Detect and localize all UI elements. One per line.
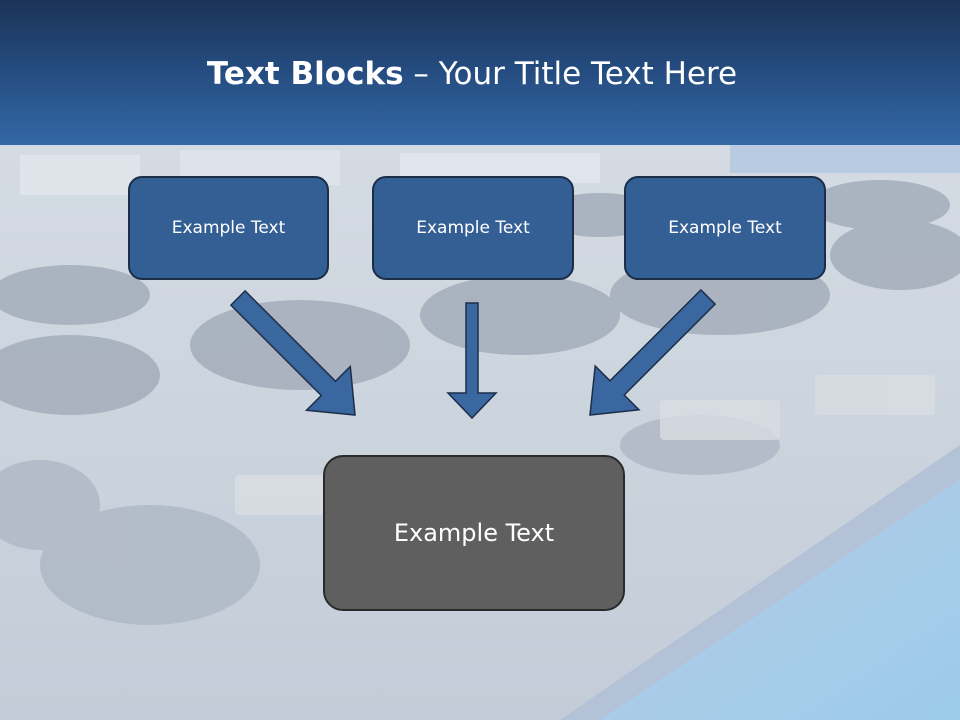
- title-bar: Text Blocks – Your Title Text Here: [0, 0, 960, 145]
- text-block-2-label: Example Text: [416, 218, 530, 238]
- slide-title: Text Blocks – Your Title Text Here: [0, 52, 944, 96]
- title-rest: Your Title Text Here: [438, 56, 738, 92]
- text-block-1-label: Example Text: [171, 218, 286, 238]
- result-block[interactable]: Example Text: [323, 455, 625, 611]
- title-dash: –: [403, 56, 439, 92]
- text-block-3[interactable]: Example Text: [624, 176, 826, 280]
- text-block-3-label: Example Text: [668, 218, 782, 238]
- text-block-1[interactable]: Example Text: [128, 176, 329, 280]
- text-block-2[interactable]: Example Text: [372, 176, 574, 280]
- title-bold: Text Blocks: [206, 56, 404, 92]
- result-block-label: Example Text: [393, 519, 555, 547]
